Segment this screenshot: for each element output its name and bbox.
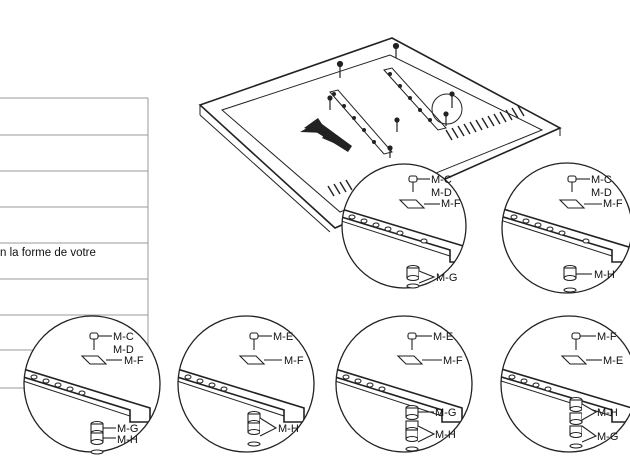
label-m-d: M-D [431,187,452,199]
label-m-h: M-H [597,407,618,419]
detail-panel-3: M-C M-D M-F M-G M-H [23,315,161,455]
label-m-h: M-H [594,269,615,281]
detail-panel-5: M-E M-F M-G M-H [335,315,473,453]
detail-panel-6: M-F M-E M-H M-G [500,315,630,453]
label-m-f: M-F [597,331,617,343]
label-m-d: M-D [591,187,612,199]
detail-panel-1: M-C M-D M-F M-G [341,163,467,289]
label-m-c: M-C [591,174,612,186]
label-m-e: M-E [273,331,293,343]
label-m-e: M-E [603,355,623,367]
label-m-f: M-F [443,355,463,367]
label-m-g: M-G [117,423,138,435]
label-m-f: M-F [284,355,304,367]
label-m-h: M-H [278,423,299,435]
label-m-d: M-D [113,344,134,356]
label-m-g: M-G [435,407,456,419]
label-m-g: M-G [597,431,618,443]
label-m-f: M-F [441,198,461,210]
tv-back-illustration [198,37,562,233]
label-m-c: M-C [431,174,452,186]
detail-panel-2: M-C M-D M-F M-H [501,162,630,294]
detail-panel-4: M-E M-F M-H [177,315,315,453]
label-m-h: M-H [117,434,138,446]
label-m-f: M-F [124,355,144,367]
label-m-e: M-E [433,331,453,343]
label-m-c: M-C [113,331,134,343]
label-m-g: M-G [436,272,457,284]
label-m-h: M-H [435,429,456,441]
table-cell-text: n la forme de votre [0,247,96,259]
label-m-f: M-F [603,198,623,210]
